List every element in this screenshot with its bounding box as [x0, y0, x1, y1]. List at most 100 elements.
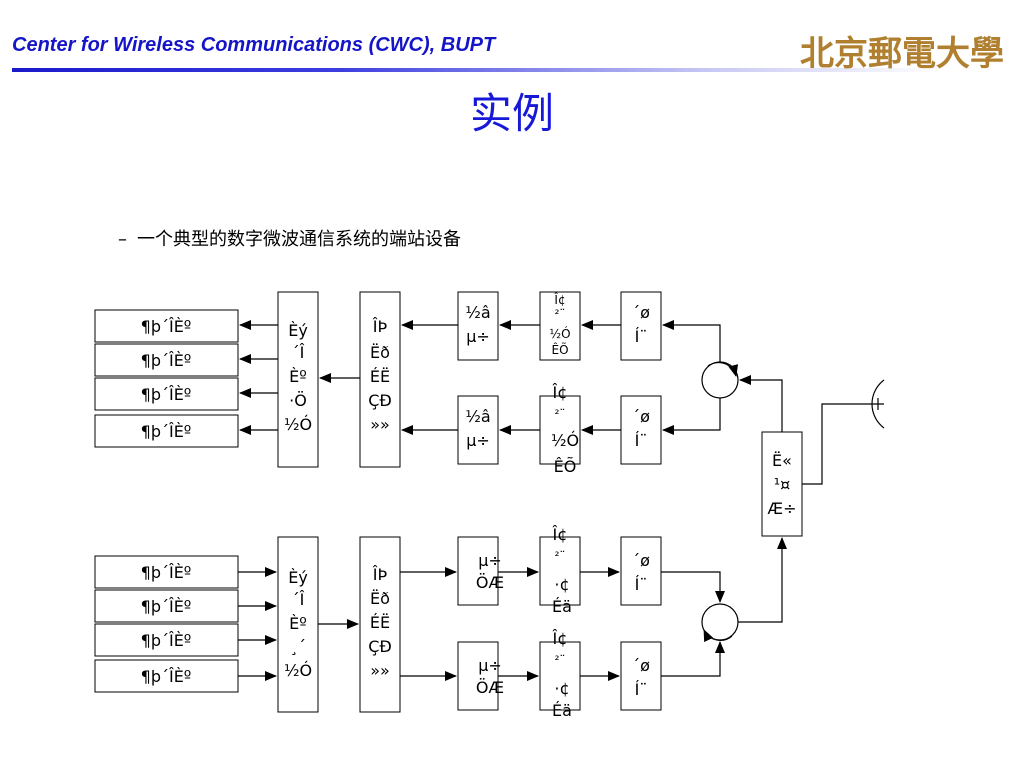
rx-label: Î¢: [552, 383, 568, 402]
circulator-bottom: [701, 603, 739, 643]
demodulator-top: [457, 291, 499, 361]
filter-label: Í¨: [635, 431, 648, 450]
duplexer-label: Ë«: [772, 451, 792, 470]
switch-label: ÉË: [370, 613, 390, 632]
tributary-box: [94, 659, 239, 693]
header-rule: [12, 68, 942, 72]
tx-label: Éä: [552, 701, 572, 720]
tributary-boxes: [94, 309, 239, 693]
rx-label: ²¨: [555, 407, 566, 421]
demod-label: ½â: [465, 303, 490, 322]
demux-label: ½Ó: [284, 415, 312, 434]
tributary-box: [94, 377, 239, 411]
rx-label: ÊÕ: [554, 457, 577, 476]
tx-label: ·¢: [554, 679, 569, 698]
tx-label: Î¢: [552, 629, 568, 648]
mux-label: ½Ó: [284, 661, 312, 680]
demod-label: ½â: [465, 407, 490, 426]
rx-label: ½Ó: [551, 431, 579, 450]
switch-label: Ëð: [370, 343, 390, 362]
demodulator-mid: [457, 395, 499, 465]
tributary-label: ¶þ´ÎÈº: [141, 351, 192, 370]
tx-label: ·¢: [554, 575, 569, 594]
filter-label: ´ø: [632, 656, 650, 675]
mux-label: ´Î: [292, 590, 305, 609]
tx-label: Éä: [552, 597, 572, 616]
mod-label: µ÷: [478, 656, 502, 675]
duplexer-label: Æ÷: [768, 499, 797, 518]
mod-label: ÖÆ: [476, 678, 504, 697]
tx-label: ²¨: [555, 653, 566, 667]
bullet-item: –一个典型的数字微波通信系统的端站设备: [118, 225, 471, 251]
switch-label: ÎÞ: [372, 317, 388, 336]
switch-block-top: [359, 291, 401, 468]
filter-label: ´ø: [632, 303, 650, 322]
demod-label: µ÷: [466, 327, 490, 346]
switch-block-bottom: [359, 536, 401, 713]
rx-label: ½Ó: [549, 326, 570, 341]
tx-label: Î¢: [552, 525, 568, 544]
mw-transmitter-top: [539, 536, 581, 606]
switch-label: Ëð: [370, 589, 390, 608]
filter-label: Í¨: [635, 327, 648, 346]
university-logo: 北京郵電大學: [800, 34, 1004, 74]
tributary-box: [94, 414, 239, 448]
demux-label: ·Ö: [289, 391, 307, 410]
header-title: Center for Wireless Communications (CWC)…: [12, 34, 496, 56]
switch-label: ÇÐ: [368, 637, 392, 656]
filter-top: [620, 291, 662, 361]
switch-label: ÇÐ: [368, 391, 392, 410]
tributary-box: [94, 589, 239, 623]
mw-receiver-mid: [539, 395, 581, 465]
mux-label: ¸´: [290, 637, 306, 656]
tributary-label: ¶þ´ÎÈº: [141, 317, 192, 336]
filter-label: Í¨: [635, 680, 648, 699]
filter-label: ´ø: [632, 407, 650, 426]
tributary-box: [94, 309, 239, 343]
tributary-label: ¶þ´ÎÈº: [141, 667, 192, 686]
switch-label: ÉË: [370, 367, 390, 386]
circulator-top: [701, 361, 739, 399]
filter-lower: [620, 536, 662, 606]
tributary-label: ¶þ´ÎÈº: [141, 631, 192, 650]
modulator-bottom: [457, 641, 499, 711]
filter-bottom: [620, 641, 662, 711]
modulator-top: [457, 536, 499, 606]
mod-label: µ÷: [478, 551, 502, 570]
tributary-label: ¶þ´ÎÈº: [141, 385, 192, 404]
switch-label: »»: [370, 661, 390, 680]
tributary-box: [94, 623, 239, 657]
switch-label: ÎÞ: [372, 565, 388, 584]
duplexer-block: [761, 431, 803, 537]
demux-block: [277, 291, 319, 468]
tx-label: ²¨: [555, 549, 566, 563]
switch-label: »»: [370, 415, 390, 434]
bullet-text: 一个典型的数字微波通信系统的端站设备: [137, 229, 461, 250]
tributary-label: ¶þ´ÎÈº: [141, 563, 192, 582]
demux-label: Èº: [289, 367, 307, 386]
rx-label: ÊÕ: [551, 342, 568, 357]
tributary-label: ¶þ´ÎÈº: [141, 422, 192, 441]
mux-label: Èý: [288, 568, 308, 587]
slide-title: 实例: [469, 89, 554, 138]
mw-transmitter-bottom: [539, 641, 581, 711]
mod-label: ÖÆ: [476, 573, 504, 592]
antenna-icon: [862, 379, 885, 429]
demod-label: µ÷: [466, 431, 490, 450]
mux-block: [277, 536, 319, 713]
tributary-box: [94, 555, 239, 589]
tributary-label: ¶þ´ÎÈº: [141, 597, 192, 616]
bullet-marker: –: [118, 229, 127, 250]
duplexer-label: ¹¤: [774, 475, 791, 494]
demux-label: ´Î: [292, 343, 305, 362]
mux-label: Èº: [289, 614, 307, 633]
signal-lines: [238, 320, 862, 681]
filter-label: ´ø: [632, 551, 650, 570]
filter-label: Í¨: [635, 575, 648, 594]
mw-receiver-top: [539, 291, 581, 361]
tributary-box: [94, 343, 239, 377]
rx-label: Î¢: [553, 292, 565, 307]
rx-label: ²¨: [555, 307, 566, 321]
demux-label: Èý: [288, 321, 308, 340]
